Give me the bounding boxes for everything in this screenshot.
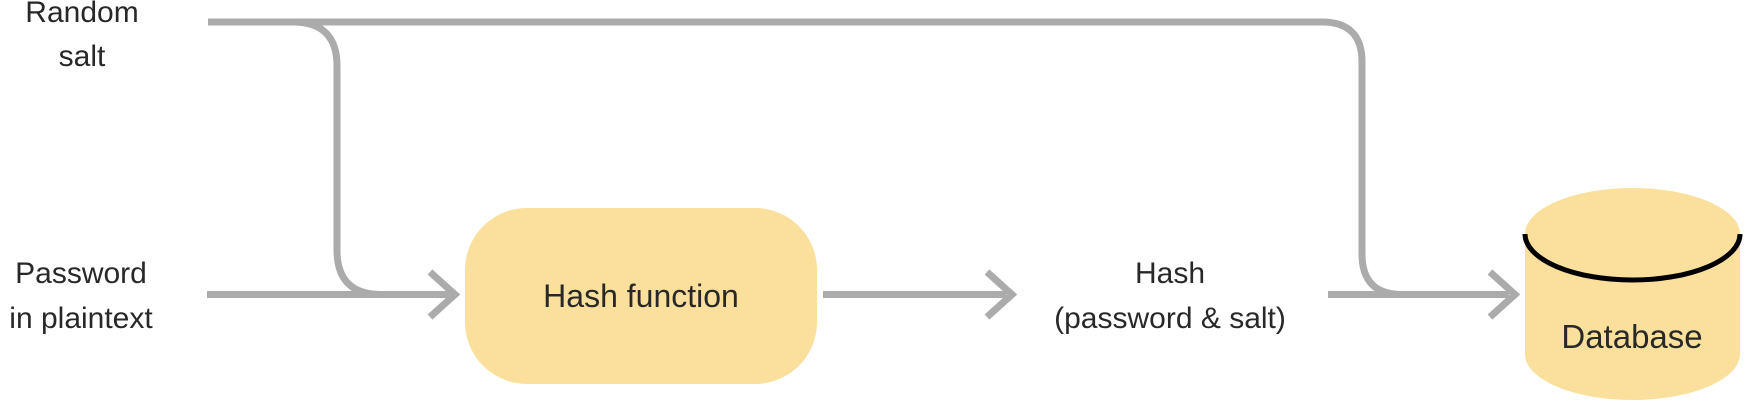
database-label: Database [1561,318,1703,355]
salt-main-connector [208,18,1403,298]
label-password-plaintext: Password in plaintext [0,251,166,341]
label-line: in plaintext [9,302,153,335]
hash-arrowhead-icon [984,269,1018,320]
cylinder-body-shape [1525,188,1740,400]
database-cylinder [1522,188,1743,400]
label-line: Hash [1134,257,1206,290]
hash-function-node: Hash function [465,208,817,384]
password-arrowhead-icon [427,269,461,320]
store-arrowhead-icon [1487,269,1521,320]
label-line: Random [25,0,139,29]
label-line: Password [15,257,147,290]
label-random-salt: Random salt [0,0,164,79]
salt-branch-connector [292,18,382,298]
label-line: (password & salt) [1054,302,1286,335]
cylinder-rim-arc [1522,233,1743,283]
label-hash-output: Hash (password & salt) [1020,251,1320,341]
label-line: salt [58,40,106,73]
hash-function-label: Hash function [543,277,739,314]
